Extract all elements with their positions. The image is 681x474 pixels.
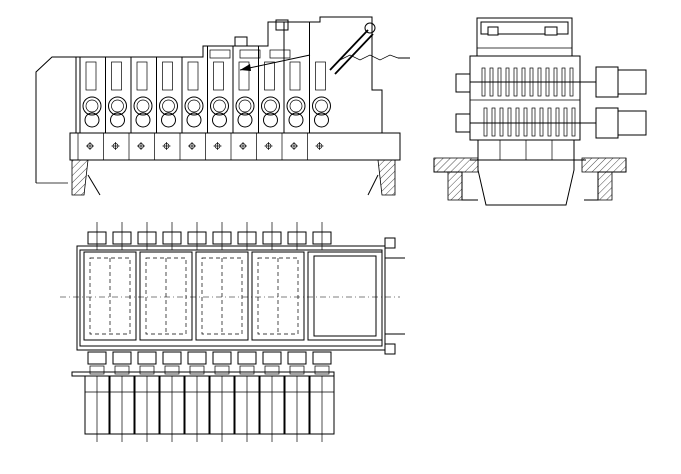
side-elevation-view <box>35 16 410 196</box>
side-roll-lower <box>135 112 151 128</box>
bottom-bearing <box>87 351 107 365</box>
fin <box>555 107 560 137</box>
cutter-fins <box>470 67 580 137</box>
side-roll-lower <box>212 112 227 128</box>
side-roll-lower <box>186 112 202 128</box>
bottom-bearing <box>137 351 157 365</box>
chamber <box>195 251 249 341</box>
side-roll-lower <box>161 112 176 128</box>
side-roll-lower <box>84 112 100 128</box>
fin <box>523 107 528 137</box>
bearing-rows <box>71 222 335 442</box>
bottom-bearing <box>312 351 332 365</box>
bottom-bearing <box>162 351 182 365</box>
side-roll <box>184 96 204 116</box>
roll-columns <box>77 22 331 160</box>
bottom-bearing <box>187 351 207 365</box>
bottom-bearing <box>237 351 257 365</box>
fin <box>499 107 504 137</box>
bottom-bearing <box>262 351 282 365</box>
side-roll <box>312 96 331 116</box>
side-roll-lower <box>288 112 304 128</box>
fin <box>515 107 520 137</box>
chamber <box>83 251 137 341</box>
chamber <box>251 251 305 341</box>
fin <box>507 107 512 137</box>
side-roll-lower <box>263 112 278 128</box>
side-roll <box>159 96 178 116</box>
side-roll <box>108 96 127 116</box>
fin <box>547 107 552 137</box>
fin <box>539 107 544 137</box>
bottom-bearing <box>112 351 132 365</box>
bottom-bearing <box>212 351 232 365</box>
side-roll <box>133 96 153 116</box>
side-roll-lower <box>314 112 329 128</box>
fin <box>483 107 488 137</box>
fin <box>563 107 568 137</box>
fin <box>531 107 536 137</box>
fin <box>491 107 496 137</box>
side-roll <box>82 96 102 116</box>
chamber <box>139 251 193 341</box>
end-elevation-view <box>433 17 647 206</box>
side-roll <box>210 96 229 116</box>
side-roll-lower <box>110 112 125 128</box>
roll-chambers <box>83 251 305 341</box>
bottom-bearing <box>287 351 307 365</box>
side-roll <box>235 96 255 116</box>
side-roll-lower <box>237 112 253 128</box>
side-roll <box>286 96 306 116</box>
side-roll <box>261 96 280 116</box>
fin <box>571 107 576 137</box>
plan-view <box>60 222 405 442</box>
